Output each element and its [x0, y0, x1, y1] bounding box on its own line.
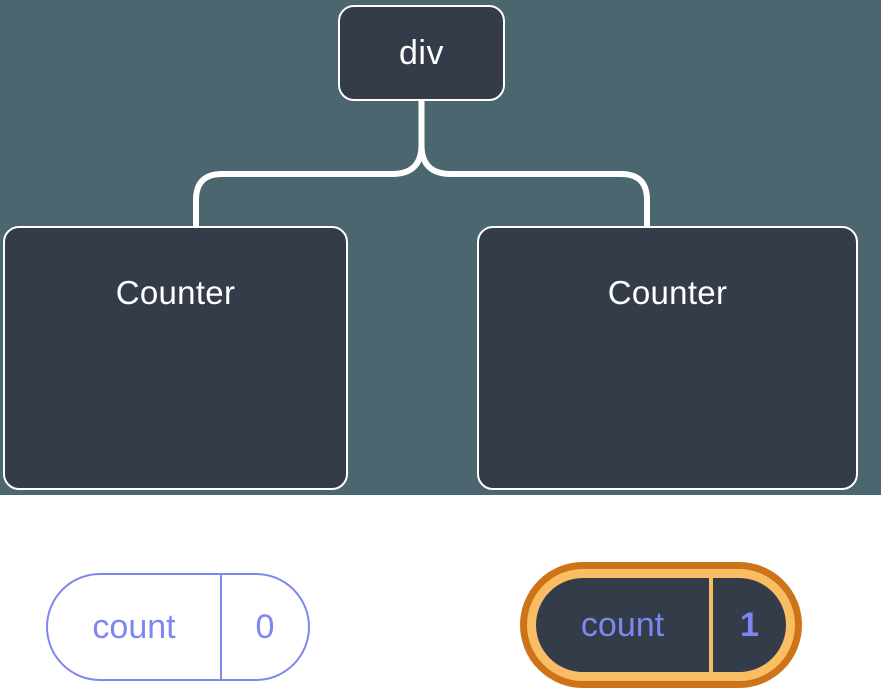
counter-right-state-key: count: [580, 606, 665, 644]
node-counter-left[interactable]: Counter count 0: [3, 226, 348, 681]
counter-left-state-value: 0: [220, 575, 308, 679]
connector-lines: [193, 98, 650, 229]
counter-left-title: Counter: [115, 274, 236, 311]
counter-right-state-pill[interactable]: count 1: [520, 562, 802, 688]
connector-to-left-counter: [193, 142, 425, 229]
counter-right-state-pill-inner: count 1: [527, 569, 795, 681]
counter-left-state-pill[interactable]: count 0: [46, 573, 310, 681]
node-div-label: div: [399, 34, 444, 72]
counter-right-state-value: 1: [709, 578, 786, 672]
counter-left-state-key: count: [92, 608, 176, 646]
node-div[interactable]: div: [338, 5, 505, 101]
connector-to-right-counter: [418, 142, 650, 229]
node-counter-right[interactable]: Counter count 1: [477, 226, 858, 688]
counter-right-title: Counter: [607, 274, 728, 311]
